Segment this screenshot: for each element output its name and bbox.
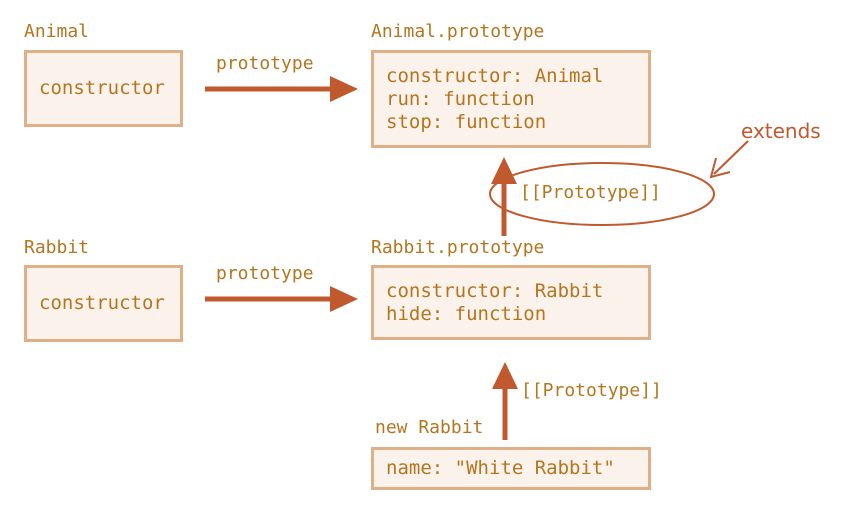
prototype-internal-label-lower: [[Prototype]] [521, 380, 662, 401]
prototype-internal-label-upper: [[Prototype]] [520, 182, 661, 203]
animal-prototype-caption: Animal.prototype [371, 21, 545, 42]
new-rabbit-box: name: "White Rabbit" [371, 447, 651, 490]
animal-prototype-row-0: constructor: Animal [386, 64, 604, 87]
extends-label: extends [741, 119, 821, 143]
new-rabbit-row-0: name: "White Rabbit" [386, 457, 615, 479]
animal-box: constructor [24, 50, 183, 127]
animal-row-0: constructor [39, 77, 165, 99]
rabbit-caption: Rabbit [24, 237, 90, 258]
prototype-label-animal: prototype [216, 53, 314, 74]
animal-prototype-box: constructor: Animal run: function stop: … [371, 50, 651, 148]
rabbit-box: constructor [24, 265, 183, 342]
animal-prototype-row-2: stop: function [386, 110, 547, 133]
animal-prototype-row-1: run: function [386, 87, 535, 110]
prototype-label-rabbit: prototype [216, 263, 314, 284]
rabbit-prototype-row-1: hide: function [386, 302, 547, 325]
new-rabbit-caption: new Rabbit [375, 417, 484, 438]
rabbit-row-0: constructor [39, 292, 165, 314]
rabbit-prototype-caption: Rabbit.prototype [371, 237, 545, 258]
rabbit-prototype-box: constructor: Rabbit hide: function [371, 265, 651, 340]
arrow-extends-annotation [709, 140, 749, 179]
rabbit-prototype-row-0: constructor: Rabbit [386, 279, 604, 302]
arrow-rabbit-to-rabbit-prototype [205, 286, 358, 312]
arrow-instance-to-rabbit-proto [492, 362, 518, 440]
arrow-rabbit-proto-to-animal-proto [491, 157, 517, 236]
arrow-animal-to-animal-prototype [205, 76, 358, 102]
animal-caption: Animal [24, 21, 90, 42]
